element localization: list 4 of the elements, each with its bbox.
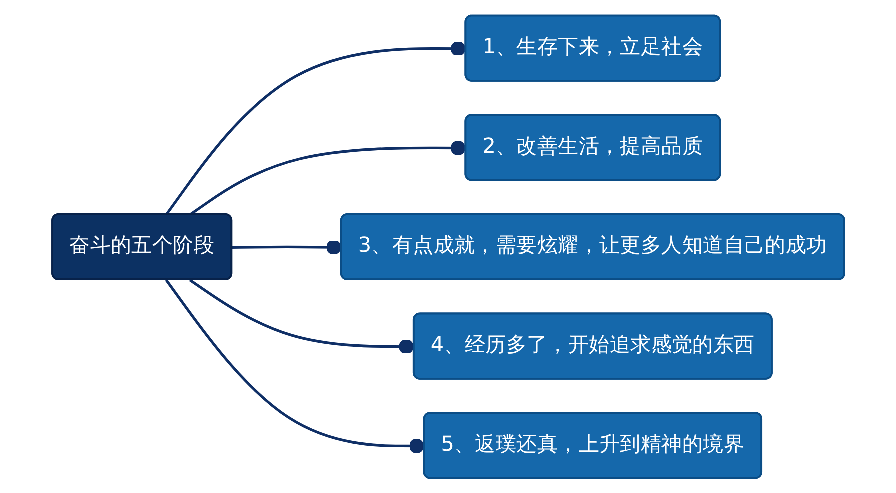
connector xyxy=(232,240,342,254)
connector xyxy=(164,278,424,454)
connector xyxy=(164,41,466,216)
connector xyxy=(188,278,414,354)
